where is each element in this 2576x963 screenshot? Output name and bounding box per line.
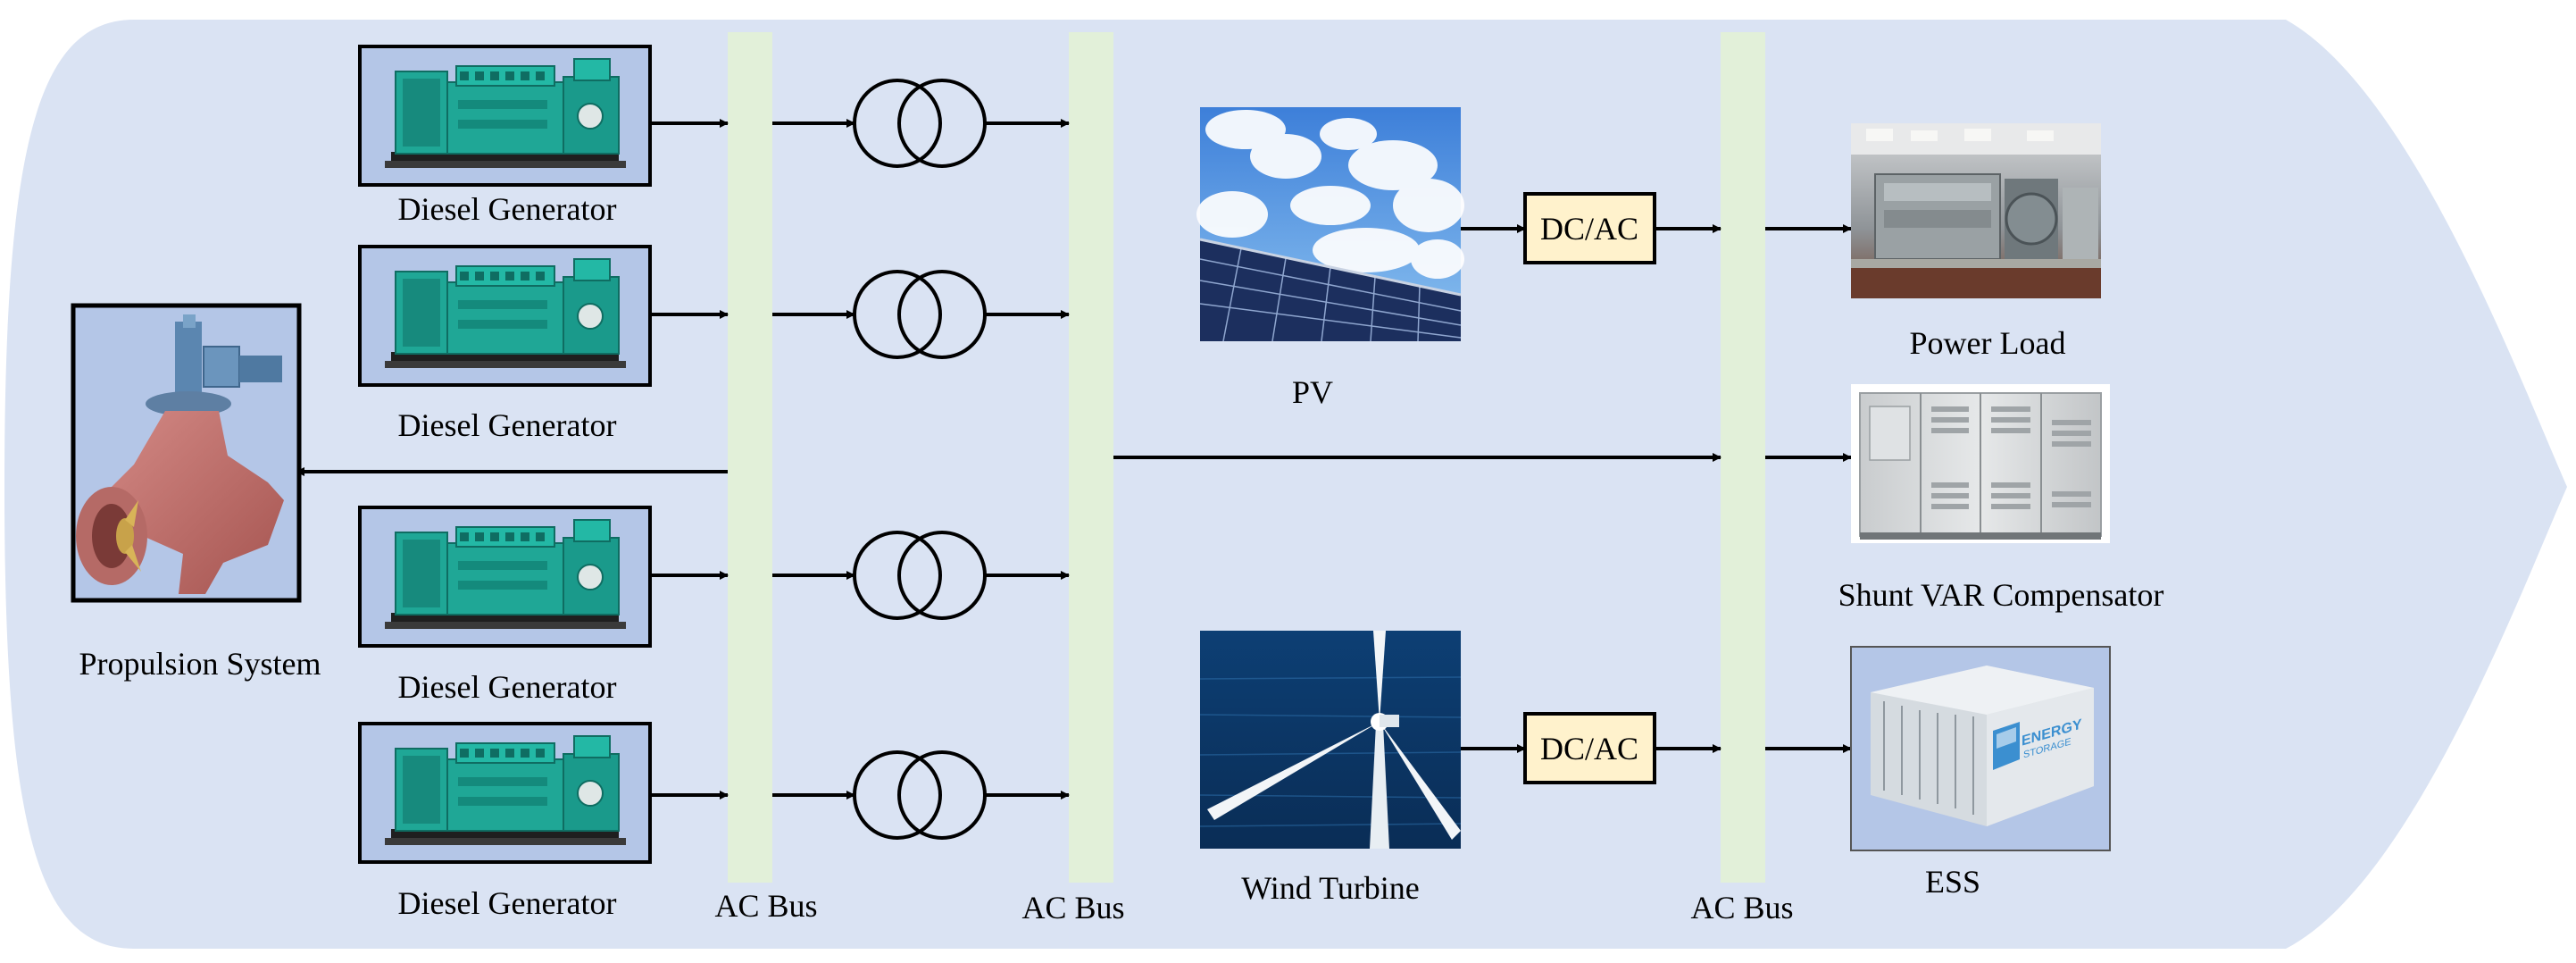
bus-label-1: AC Bus <box>714 888 818 924</box>
transformer-3 <box>853 531 942 620</box>
bus-to-transformer-arrows <box>772 119 855 800</box>
ac-bus-2 <box>1069 32 1113 883</box>
generator-label-2: Diesel Generator <box>397 407 617 443</box>
power-load-label: Power Load <box>1909 325 2066 361</box>
transformer-symbols <box>853 79 987 840</box>
ess-picture <box>1850 646 2111 851</box>
bus-label-3: AC Bus <box>1690 890 1794 925</box>
shunt-var-label: Shunt VAR Compensator <box>1838 577 2164 613</box>
ac-bus-3 <box>1721 32 1765 883</box>
bus-label-2: AC Bus <box>1021 890 1125 925</box>
diesel-generator-picture-3 <box>358 506 652 648</box>
transformer-to-bus-arrows <box>985 119 1070 800</box>
wind-turbine-picture <box>1199 631 1462 849</box>
converter-label-pv: DC/AC <box>1539 211 1639 247</box>
propulsion-picture <box>71 303 302 603</box>
load-arrows <box>1765 224 1852 753</box>
diesel-generator-picture-1 <box>358 45 652 187</box>
generator-arrows <box>650 119 729 800</box>
propulsion-label: Propulsion System <box>79 646 321 682</box>
shunt-var-compensator-picture <box>1851 384 2110 543</box>
power-load-picture <box>1851 123 2101 298</box>
transformer-4 <box>853 750 942 840</box>
generator-label-1: Diesel Generator <box>397 191 617 227</box>
transformer-2 <box>853 270 942 359</box>
converter-box-wind <box>1523 712 1656 784</box>
diesel-generator-picture-2 <box>358 245 652 387</box>
transformer-1 <box>853 79 942 168</box>
ac-bus-1 <box>728 32 772 883</box>
generator-label-4: Diesel Generator <box>397 885 617 921</box>
pv-picture <box>1196 107 1464 342</box>
converter-box-pv <box>1523 192 1656 264</box>
generator-label-3: Diesel Generator <box>397 669 617 705</box>
pv-label: PV <box>1291 374 1334 410</box>
converter-label-wind: DC/AC <box>1539 731 1639 766</box>
diesel-generator-picture-4 <box>358 722 652 864</box>
ess-label: ESS <box>1924 864 1981 900</box>
wind-turbine-label: Wind Turbine <box>1241 870 1420 906</box>
